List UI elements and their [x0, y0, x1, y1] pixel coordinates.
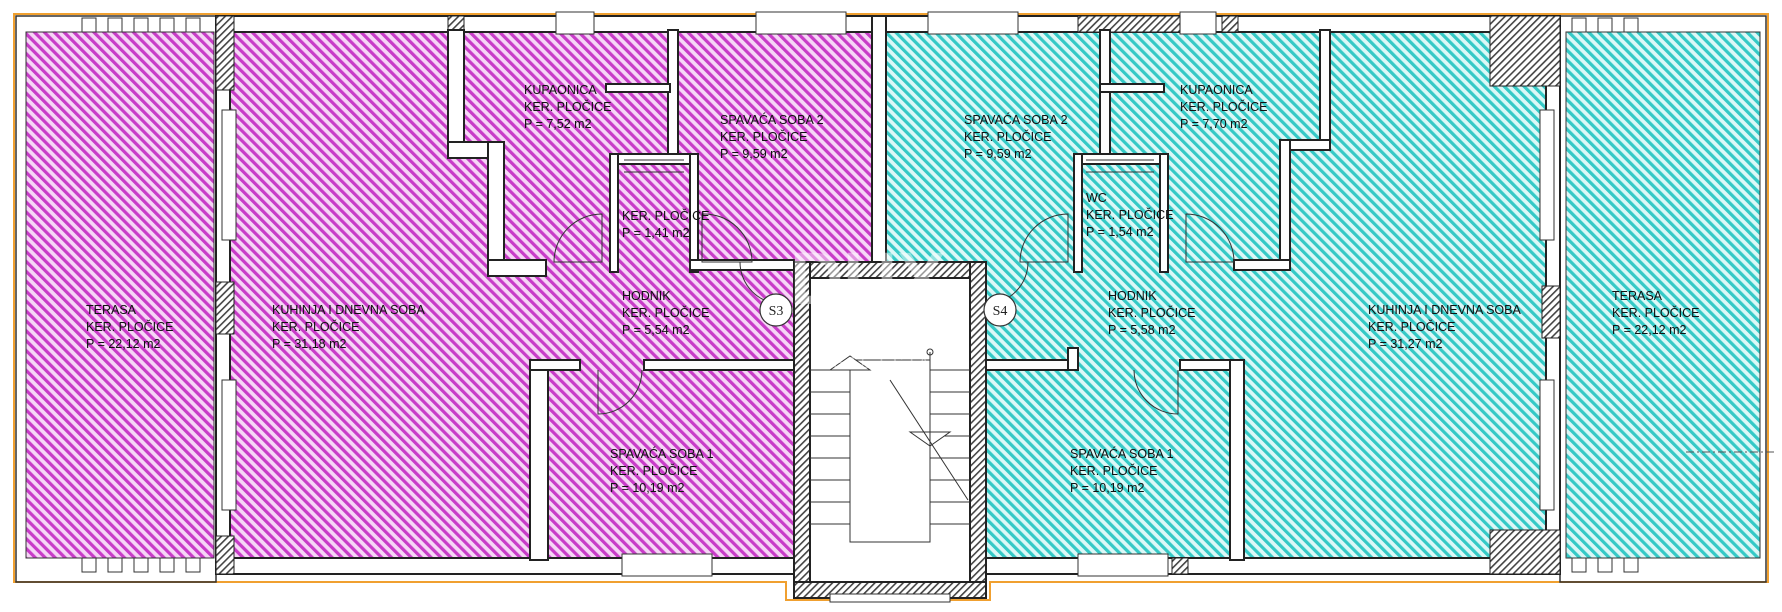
apartment-s3-floor: [230, 32, 878, 558]
room-label-line: P = 7,52 m2: [524, 117, 592, 131]
railing-posts-right: [1571, 17, 1639, 573]
room-label-spavaca-2-right: SPAVAĆA SOBA 2 KER. PLOČICE P = 9,59 m2: [964, 112, 1068, 161]
room-label-line: KER. PLOČICE: [524, 99, 612, 114]
room-label-line: P = 9,59 m2: [720, 147, 788, 161]
room-labels: TERASA KER. PLOČICE P = 22,12 m2 KUHINJA I …: [86, 83, 1700, 495]
room-label-line: KER. PLOČICE: [720, 129, 808, 144]
room-label-line: KER. PLOČICE: [622, 208, 710, 223]
room-label-kupaonica-left: KUPAONICA KER. PLOČICE P = 7,52 m2: [524, 83, 612, 131]
building-outline: [13, 13, 1769, 601]
door-swings: [553, 159, 1235, 415]
room-label-spavaca-1-right: SPAVAĆA SOBA 1 KER. PLOČICE P = 10,19 m2: [1070, 446, 1174, 495]
railing-posts-top-left: [81, 17, 201, 573]
room-label-kuhinja-dnevna-left: KUHINJA I DNEVNA SOBA KER. PLOČICE P = 31,…: [272, 303, 425, 351]
room-label-line: KER. PLOČICE: [272, 319, 360, 334]
room-label-line: TERASA: [1612, 289, 1663, 303]
room-label-line: P = 5,54 m2: [622, 323, 690, 337]
room-label-line: SPAVAĆA SOBA 2: [964, 112, 1068, 127]
room-label-line: P = 22,12 m2: [86, 337, 161, 351]
apartment-s4-floor: [878, 32, 1546, 558]
room-label-line: KUHINJA I DNEVNA SOBA: [272, 303, 425, 317]
room-label-line: P = 22,12 m2: [1612, 323, 1687, 337]
room-label-terasa-right: TERASA KER. PLOČICE P = 22,12 m2: [1612, 289, 1700, 337]
room-label-line: P = 10,19 m2: [1070, 481, 1145, 495]
room-label-wc-right: WC KER. PLOČICE P = 1,54 m2: [1086, 191, 1174, 239]
svg-text:REAL ESTATE: REAL ESTATE: [819, 355, 958, 372]
room-label-hodnik-right: HODNIK KER. PLOČICE P = 5,58 m2: [1108, 289, 1196, 337]
room-label-line: SPAVAĆA SOBA 1: [610, 446, 714, 461]
room-label-line: P = 9,59 m2: [964, 147, 1032, 161]
room-label-line: TERASA: [86, 303, 137, 317]
room-label-wc-left: KER. PLOČICE P = 1,41 m2: [622, 208, 710, 240]
room-label-line: WC: [1086, 191, 1107, 205]
room-label-kuhinja-dnevna-right: KUHINJA I DNEVNA SOBA KER. PLOČICE P = 31,…: [1368, 303, 1521, 351]
room-label-line: P = 10,19 m2: [610, 481, 685, 495]
room-label-spavaca-2-left: SPAVAĆA SOBA 2 KER. PLOČICE P = 9,59 m2: [720, 112, 824, 161]
room-label-line: P = 5,58 m2: [1108, 323, 1176, 337]
wall-columns: [215, 15, 1561, 575]
room-label-line: P = 31,18 m2: [272, 337, 347, 351]
terrace-left: [15, 15, 217, 583]
room-label-line: KUHINJA I DNEVNA SOBA: [1368, 303, 1521, 317]
room-label-line: KER. PLOČICE: [1368, 319, 1456, 334]
room-label-terasa-left: TERASA KER. PLOČICE P = 22,12 m2: [86, 303, 174, 351]
room-label-line: HODNIK: [1108, 289, 1157, 303]
room-label-line: KER. PLOČICE: [1612, 305, 1700, 320]
room-label-line: SPAVAĆA SOBA 1: [1070, 446, 1174, 461]
room-label-line: KER. PLOČICE: [1086, 207, 1174, 222]
interior-walls-s3: [447, 29, 795, 561]
unit-marker-s4: S4: [983, 293, 1017, 327]
stairwell: [793, 261, 987, 599]
room-label-line: KUPAONICA: [524, 83, 597, 97]
room-label-line: P = 7,70 m2: [1180, 117, 1248, 131]
room-label-line: KER. PLOČICE: [610, 463, 698, 478]
room-label-line: KER. PLOČICE: [964, 129, 1052, 144]
room-label-line: KER. PLOČICE: [1070, 463, 1158, 478]
svg-text:S3: S3: [769, 304, 784, 319]
room-label-line: P = 31,27 m2: [1368, 337, 1443, 351]
room-label-kupaonica-right: KUPAONICA KER. PLOČICE P = 7,70 m2: [1180, 83, 1268, 131]
room-label-hodnik-left: HODNIK KER. PLOČICE P = 5,54 m2: [622, 289, 710, 337]
room-label-line: KER. PLOČICE: [1180, 99, 1268, 114]
room-label-line: P = 1,41 m2: [622, 226, 690, 240]
room-label-line: KER. PLOČICE: [86, 319, 174, 334]
unit-marker-s3: S3: [759, 293, 793, 327]
windows: [221, 11, 1555, 603]
room-label-line: HODNIK: [622, 289, 671, 303]
room-label-line: KER. PLOČICE: [1108, 305, 1196, 320]
room-label-spavaca-1-left: SPAVAĆA SOBA 1 KER. PLOČICE P = 10,19 m2: [610, 446, 714, 495]
svg-text:DUX: DUX: [790, 237, 946, 320]
room-label-line: P = 1,54 m2: [1086, 225, 1154, 239]
interior-walls-s4: [985, 29, 1331, 561]
room-label-line: KER. PLOČICE: [622, 305, 710, 320]
room-label-line: KUPAONICA: [1180, 83, 1253, 97]
room-label-line: SPAVAĆA SOBA 2: [720, 112, 824, 127]
terrace-right: [1559, 15, 1776, 583]
stair-treads: [810, 348, 970, 543]
svg-text:S4: S4: [993, 304, 1008, 319]
watermark-logo: DUX REAL ESTATE: [790, 237, 958, 372]
